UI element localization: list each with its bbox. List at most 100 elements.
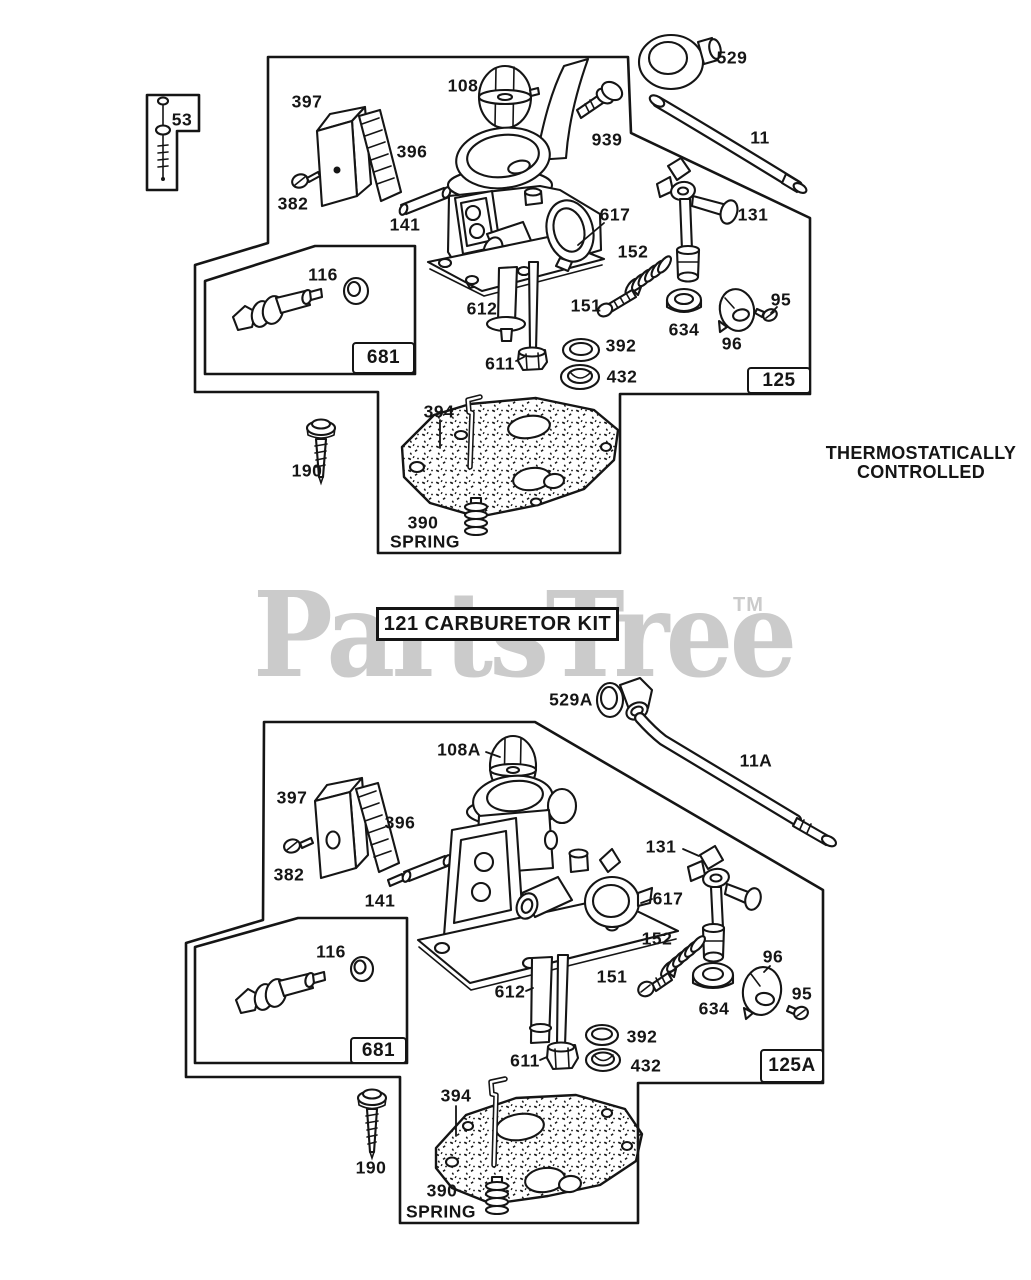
carburetor-kit-banner-label: 121 CARBURETOR KIT [383,612,612,635]
sketch-throttle-ring-617 [545,199,595,273]
sketch-screw-939 [575,80,624,120]
sketch-fuel-hose-11 [648,94,808,194]
top-box-53-outline [145,93,201,192]
group-tag-125a-681: 681 [350,1037,407,1064]
part-label-125a-392: 392 [626,1026,658,1047]
part-label-125-612: 612 [466,298,498,319]
bottom-leader-lines [455,751,700,1137]
sketch-gasket-wedge-396-b [354,781,401,874]
part-label-125a-634: 634 [698,998,730,1019]
sketch-seal-432 [559,363,601,391]
part-label-125-116: 116 [308,264,338,285]
group-tag-125-681: 681 [352,342,415,374]
sketch-choke-block-397-b [313,776,370,880]
top-inset-681-outline [203,244,417,376]
part-label-125-131: 131 [737,204,769,225]
part-label-125-53: 53 [171,109,193,130]
sketch-throttle-shaft-131 [655,156,739,283]
thermostatically-controlled-note: THERMOSTATICALLY CONTROLLED [810,444,1031,482]
sketch-spring-390 [463,496,489,537]
part-label-125-432: 432 [606,366,638,387]
part-label-125a-390: 390 [426,1180,458,1201]
top-diagram [145,33,812,555]
note-line-2: CONTROLLED [857,462,985,482]
part-label-125-141: 141 [389,214,421,235]
part-label-125-151: 151 [570,295,602,316]
part-label-125a-spring: SPRING [405,1201,477,1222]
sketch-seal-432-b [584,1047,622,1073]
sketch-needle-53 [154,96,172,181]
sketch-choke-disc-108 [477,64,541,130]
sketch-screw-382 [291,170,322,189]
sketch-idle-screw-151-b [637,967,678,998]
sketch-seal-634 [665,287,703,314]
part-label-125a-152: 152 [641,928,673,949]
sketch-needle-valve-116 [231,276,370,332]
part-label-125-spring: SPRING [389,531,461,552]
sketch-fuel-tube-612-611-b [528,953,580,1071]
part-label-125-394: 394 [423,401,455,422]
part-label-125-611: 611 [485,353,515,374]
part-label-125a-141: 141 [364,890,396,911]
part-label-125a-151: 151 [596,966,628,987]
part-label-125a-96: 96 [762,946,784,967]
sketch-spring-152 [624,255,672,297]
sketch-screw-95 [753,307,778,322]
part-label-125a-397: 397 [276,787,308,808]
sketch-gasket-wedge-396 [357,108,403,203]
part-label-125-529: 529 [716,47,748,68]
bottom-panel-outline [184,720,825,1225]
part-label-125-95: 95 [770,289,792,310]
part-label-125-634: 634 [668,319,700,340]
sketch-idle-screw-151 [596,285,643,318]
part-label-125a-95: 95 [791,983,813,1004]
sketch-seal-634-b [691,961,735,990]
part-label-125-392: 392 [605,335,637,356]
carburetor-kit-banner: 121 CARBURETOR KIT [376,607,619,641]
trademark-symbol: TM [733,594,764,616]
part-label-125a-396: 396 [384,812,416,833]
sketch-cap-96-b [741,965,783,1021]
part-label-125a-529a: 529A [549,689,593,710]
part-label-125-190: 190 [291,460,323,481]
part-label-125a-617: 617 [652,888,684,909]
part-label-125a-382: 382 [273,864,305,885]
sketch-oring-392 [561,337,601,363]
sketch-oring-392-b [584,1023,620,1047]
part-label-125-397: 397 [291,91,323,112]
top-panel-outline [193,55,812,555]
part-label-125a-131: 131 [645,836,677,857]
group-tag-125-125: 125 [747,367,811,394]
part-label-125-96: 96 [721,333,743,354]
top-leader-lines [439,222,778,449]
part-label-125a-394: 394 [440,1085,472,1106]
bottom-diagram [184,676,838,1225]
bottom-inset-681-outline [193,916,409,1065]
sketch-screw-190-b [356,1088,388,1161]
note-line-1: THERMOSTATICALLY [825,443,1017,463]
sketch-gasket-394-b [434,1076,644,1206]
part-label-125a-611: 611 [510,1050,540,1071]
part-label-125-108: 108 [447,75,479,96]
sketch-fuel-tube-612-611 [485,260,549,372]
part-label-125a-612: 612 [494,981,526,1002]
sketch-gasket-394 [400,394,620,519]
sketch-grommet-529 [637,33,722,91]
part-label-125a-190: 190 [355,1157,387,1178]
sketch-screw-95-b [785,1004,809,1021]
part-label-125-617: 617 [599,204,631,225]
part-label-125-396: 396 [396,141,428,162]
part-label-125-939: 939 [591,129,623,150]
part-label-125a-116: 116 [316,941,346,962]
part-label-125a-11a: 11A [739,750,773,771]
part-label-125a-108a: 108A [437,739,481,760]
sketch-throttle-ring-617-b [583,847,654,929]
part-label-125-382: 382 [277,193,309,214]
sketch-needle-valve-116-b [234,955,375,1015]
sketch-spring-390-b [484,1175,510,1216]
part-label-125-11: 11 [750,127,770,148]
sketch-fuel-hose-11a [634,712,838,848]
